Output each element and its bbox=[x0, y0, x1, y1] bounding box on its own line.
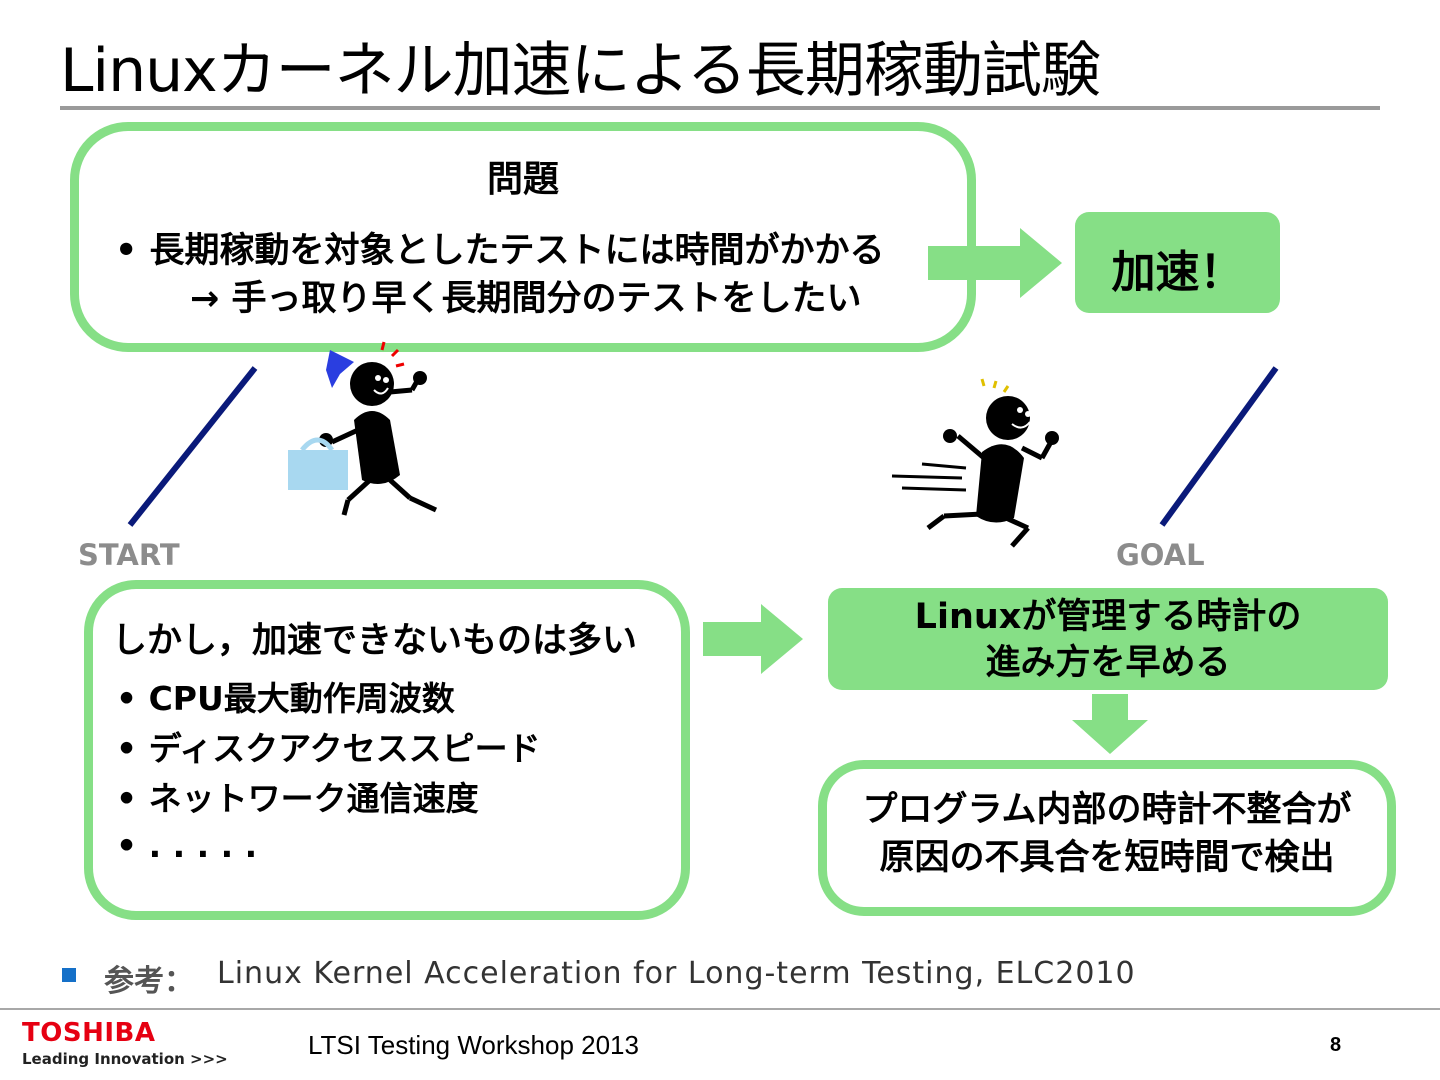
detection-label: プログラム内部の時計不整合が 原因の不具合を短時間で検出 bbox=[818, 786, 1396, 882]
detection-box bbox=[818, 760, 1396, 916]
right-arrow-icon bbox=[928, 228, 1062, 298]
limitation-item: • . . . . . bbox=[116, 826, 258, 865]
reference-key: 参考： bbox=[104, 964, 194, 999]
detection-line1: プログラム内部の時計不整合が bbox=[862, 790, 1352, 830]
problem-heading: 問題 bbox=[486, 159, 559, 200]
logo-tagline: Leading Innovation >>> bbox=[22, 1050, 228, 1068]
walking-figure-icon bbox=[288, 341, 438, 516]
accelerate-box bbox=[1075, 212, 1280, 313]
limitation-item: • ディスクアクセススピード bbox=[116, 729, 541, 768]
limitation-item: • ネットワーク通信速度 bbox=[116, 779, 479, 818]
toshiba-logo: TOSHIBA bbox=[22, 1018, 156, 1048]
down-arrow-icon bbox=[1072, 694, 1148, 754]
start-label: START bbox=[78, 538, 180, 572]
problem-bullet: • 長期稼動を対象としたテストには時間がかかる bbox=[115, 231, 885, 271]
goal-line-icon bbox=[1159, 366, 1279, 527]
problem-subpoint: → 手っ取り早く長期間分のテストをしたい bbox=[190, 279, 862, 319]
clock-speedup-line1: Linuxが管理する時計の bbox=[914, 597, 1302, 637]
accelerate-label: 加速！ bbox=[1111, 247, 1244, 298]
limitations-box bbox=[84, 580, 690, 920]
clock-speedup-line2: 進み方を早める bbox=[985, 643, 1231, 683]
right-arrow-icon bbox=[703, 604, 803, 674]
goal-label: GOAL bbox=[1116, 538, 1205, 572]
running-figure-icon bbox=[891, 378, 1059, 548]
limitations-heading: しかし，加速できないものは多い bbox=[112, 621, 638, 661]
clock-speedup-box bbox=[828, 588, 1388, 690]
clock-speedup-label: Linuxが管理する時計の 進み方を早める bbox=[828, 594, 1388, 686]
title-divider bbox=[60, 106, 1380, 110]
footer-divider bbox=[0, 1008, 1440, 1010]
limitation-item: • CPU最大動作周波数 bbox=[116, 679, 455, 718]
page-number: 8 bbox=[1330, 1034, 1342, 1056]
start-line-icon bbox=[127, 366, 258, 527]
detection-line2: 原因の不具合を短時間で検出 bbox=[879, 838, 1335, 878]
footer-event-title: LTSI Testing Workshop 2013 bbox=[308, 1030, 639, 1060]
slide-title: Linuxカーネル加速による長期稼動試験 bbox=[60, 36, 1101, 106]
reference-bullet-icon bbox=[62, 968, 76, 982]
problem-box bbox=[70, 122, 976, 352]
reference-text: Linux Kernel Acceleration for Long-term … bbox=[217, 956, 1136, 991]
